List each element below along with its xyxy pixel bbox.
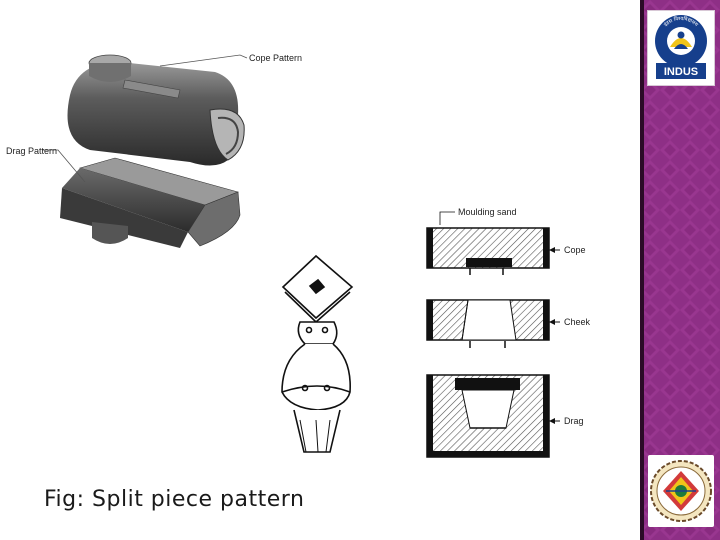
split-pattern-line-drawing [281, 254, 354, 453]
indus-brand-text: INDUS [664, 66, 698, 78]
cheek-label: Cheek [564, 317, 591, 327]
engineering-seal-logo [648, 455, 714, 527]
cope-box [426, 227, 550, 275]
indus-logo: इंडस विश्वविद्यालय INDUS [647, 10, 715, 86]
cope-pattern-shape [67, 54, 245, 166]
drag-pattern-shape [60, 157, 241, 248]
indus-logo-emblem: इंडस विश्वविद्यालय INDUS [655, 15, 707, 79]
cheek-box [426, 299, 550, 348]
gear-seal-emblem [650, 460, 712, 522]
figure-caption: Fig: Split piece pattern [44, 487, 305, 512]
sidebar-pattern [644, 0, 720, 540]
cope-label: Cope [564, 245, 586, 255]
cope-pattern-label: Cope Pattern [249, 53, 302, 63]
drag-label: Drag [564, 416, 584, 426]
drag-box [426, 374, 550, 458]
split-pattern-illustration: Cope Pattern Drag Pattern Moul [6, 53, 591, 458]
moulding-sand-label: Moulding sand [458, 207, 517, 217]
decorative-sidebar [640, 0, 720, 540]
drag-pattern-label: Drag Pattern [6, 146, 57, 156]
